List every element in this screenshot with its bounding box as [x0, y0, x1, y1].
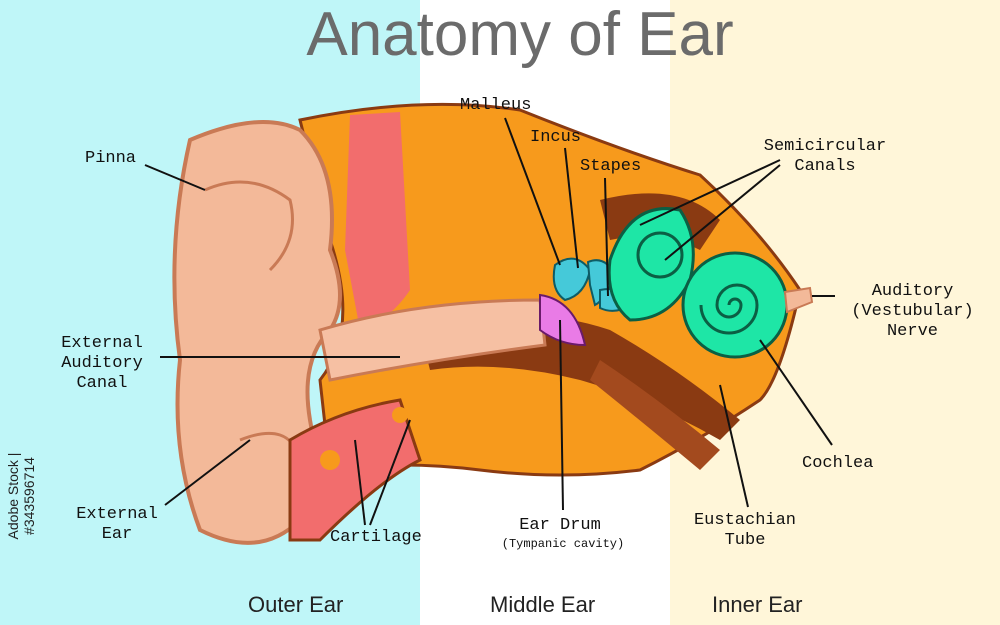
leader-semicircular-1 — [639, 159, 781, 226]
stock-id-text: Adobe Stock | #343596714 — [5, 452, 37, 540]
leader-incus — [564, 147, 579, 269]
external-auditory-canal — [318, 298, 547, 382]
leader-stapes — [604, 177, 609, 297]
eustachian-tube-shape — [590, 360, 720, 470]
leader-eustachian — [719, 384, 749, 508]
label-cartilage: Cartilage — [330, 528, 422, 547]
cartilage-lower — [288, 398, 422, 542]
malleus-shape — [552, 257, 592, 302]
label-eustachian-tube: Eustachian Tube — [693, 511, 797, 550]
pinna-fold — [204, 180, 294, 272]
ear-drum-shape — [539, 293, 587, 347]
leader-external-ear — [164, 439, 251, 506]
cartilage-bubble-1 — [320, 450, 340, 470]
label-auditory-nerve: Auditory (Vestubular) Nerve — [851, 282, 974, 341]
label-ear-drum: Ear Drum — [519, 516, 601, 535]
auditory-nerve-shape — [783, 286, 814, 314]
label-stapes: Stapes — [580, 157, 642, 176]
label-incus: Incus — [530, 128, 582, 147]
stock-id-watermark: Adobe Stock | #343596714 — [5, 390, 37, 590]
leader-malleus — [504, 117, 561, 266]
label-external-ear: External Ear — [76, 505, 158, 544]
label-pinna: Pinna — [85, 149, 137, 168]
region-middle-ear: Middle Ear — [490, 592, 596, 617]
cartilage-bubble-2 — [392, 407, 408, 423]
label-malleus: Malleus — [460, 96, 532, 115]
label-semicircular-canals: Semicircular Canals — [763, 137, 887, 176]
page-title: Anatomy of Ear — [306, 0, 734, 69]
leader-ear-drum — [559, 319, 564, 511]
label-external-auditory-canal: External Auditory Canal — [61, 334, 143, 393]
cochlea-shape — [681, 251, 789, 359]
semicircular-canal-ring — [636, 231, 684, 279]
leader-pinna — [144, 164, 206, 191]
leader-cartilage-1 — [354, 439, 366, 526]
leader-lines — [144, 117, 835, 526]
label-cochlea: Cochlea — [802, 454, 874, 473]
leader-semicircular-2 — [664, 164, 781, 261]
label-ear-drum-sub: (Tympanic cavity) — [501, 537, 625, 551]
region-inner-ear: Inner Ear — [712, 592, 803, 617]
leader-cochlea — [759, 339, 833, 446]
leader-cartilage-2 — [369, 419, 411, 526]
cochlea-spiral — [699, 283, 759, 335]
region-outer-ear: Outer Ear — [248, 592, 344, 617]
cartilage-upper — [345, 112, 410, 330]
